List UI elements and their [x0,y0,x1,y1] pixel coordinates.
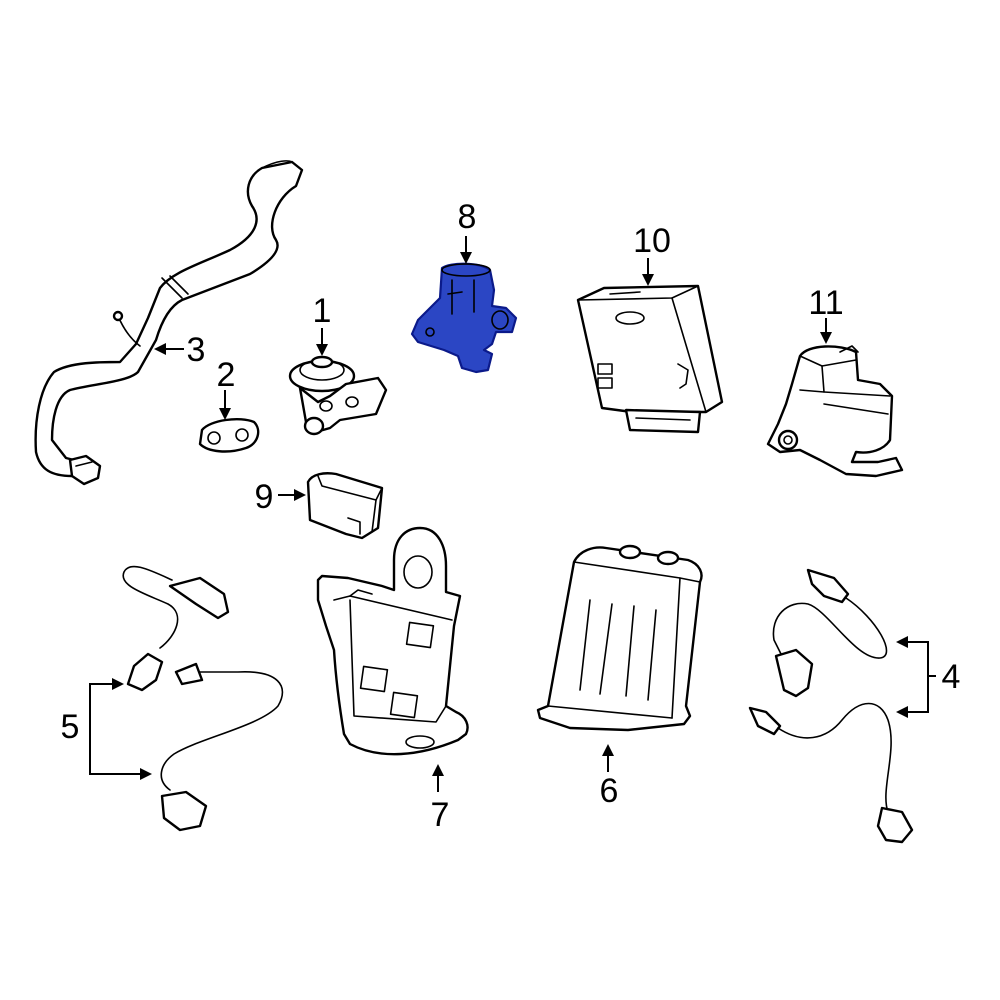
callout-5[interactable]: 5 [61,708,80,746]
part-3-hose[interactable] [34,160,304,486]
callout-3[interactable]: 3 [187,331,206,369]
callout-8[interactable]: 8 [458,198,477,236]
part-7-bracket[interactable] [316,526,469,756]
callout-4[interactable]: 4 [942,658,961,696]
part-11-pump[interactable] [766,345,904,478]
part-9-sensor[interactable] [306,472,384,540]
part-2-gasket[interactable] [198,418,260,453]
part-8-egr-solenoid[interactable] [410,262,518,374]
callout-leaders [89,236,936,792]
part-5-oxygen-sensors[interactable] [122,565,284,832]
callout-labels: 1 2 3 4 5 6 7 8 9 10 11 [61,198,961,834]
callout-7[interactable]: 7 [431,796,450,834]
callout-1[interactable]: 1 [313,292,332,330]
part-10-control-module[interactable] [576,284,724,434]
callout-10[interactable]: 10 [633,222,671,260]
callout-6[interactable]: 6 [600,772,619,810]
part-8-body [410,262,518,374]
callout-2[interactable]: 2 [217,356,236,394]
part-6-canister[interactable] [536,544,703,732]
part-4-oxygen-sensors[interactable] [748,568,914,844]
callout-11[interactable]: 11 [808,284,843,322]
callout-9[interactable]: 9 [255,478,274,516]
part-1-egr-valve[interactable] [288,355,388,436]
